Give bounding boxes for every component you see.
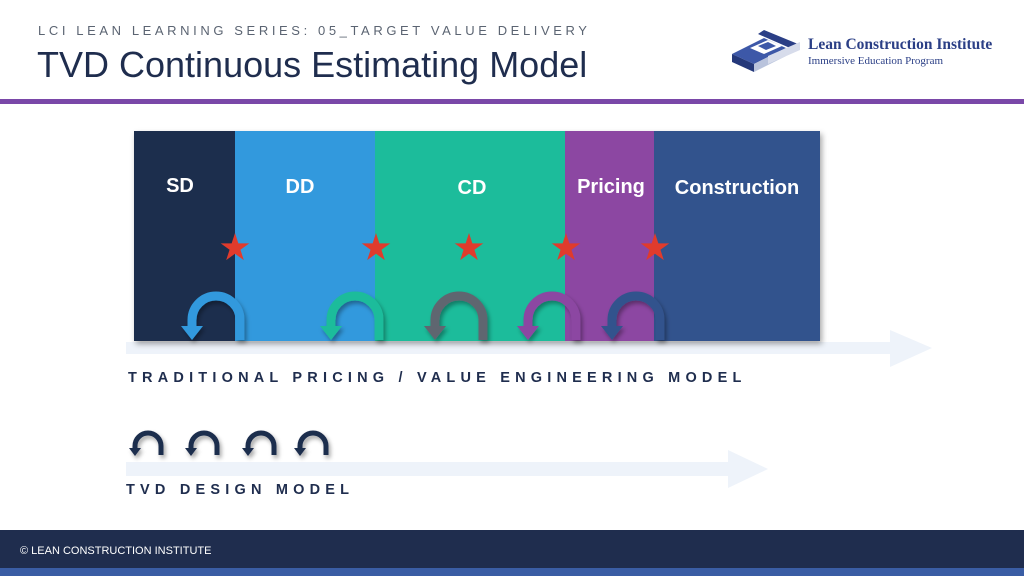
star-icon (220, 233, 250, 261)
star-icon (551, 233, 581, 261)
footer-accent-strip (0, 568, 1024, 576)
traditional-timeline-arrow (126, 330, 932, 367)
lci-logo-icon (732, 30, 800, 72)
redesign-loop-icon (424, 291, 488, 340)
tvd-iteration-loops (129, 430, 329, 456)
small-loop-icon (242, 430, 277, 456)
phase-label-construction: Construction (675, 177, 799, 199)
lci-logo: Lean Construction Institute Immersive Ed… (728, 24, 1008, 80)
logo-tagline: Immersive Education Program (808, 55, 944, 67)
copyright-text: © LEAN CONSTRUCTION INSTITUTE (20, 545, 212, 557)
traditional-iteration-loops (181, 291, 665, 340)
logo-name: Lean Construction Institute (808, 36, 993, 53)
redesign-loop-icon (601, 291, 665, 340)
phase-label-sd: SD (166, 175, 194, 197)
tvd-model-caption: TVD DESIGN MODEL (126, 482, 355, 498)
traditional-model-caption: TRADITIONAL PRICING / VALUE ENGINEERING … (128, 370, 747, 386)
star-icon (361, 233, 391, 261)
phase-construction-block (654, 131, 820, 341)
phase-cd-block (375, 131, 566, 341)
tvd-timeline-arrow (126, 450, 768, 488)
star-icon (454, 233, 484, 261)
milestone-stars (220, 233, 670, 261)
series-label: LCI LEAN LEARNING SERIES: 05_TARGET VALU… (38, 23, 591, 38)
redesign-loop-icon (517, 291, 581, 340)
small-loop-icon (129, 430, 164, 456)
small-loop-icon (185, 430, 220, 456)
footer-bar: © LEAN CONSTRUCTION INSTITUTE (0, 530, 1024, 568)
phase-label-pricing: Pricing (577, 176, 645, 198)
page-title: TVD Continuous Estimating Model (37, 44, 588, 85)
phase-sd-block (134, 131, 236, 341)
phase-pricing-block (565, 131, 655, 341)
redesign-loop-icon (181, 291, 245, 340)
phase-label-dd: DD (286, 176, 315, 198)
redesign-loop-icon (320, 291, 384, 340)
phase-label-cd: CD (458, 177, 487, 199)
star-icon (640, 233, 670, 261)
phase-dd-block (235, 131, 376, 341)
header-divider (0, 99, 1024, 104)
phase-blocks (134, 131, 820, 341)
small-loop-icon (294, 430, 329, 456)
